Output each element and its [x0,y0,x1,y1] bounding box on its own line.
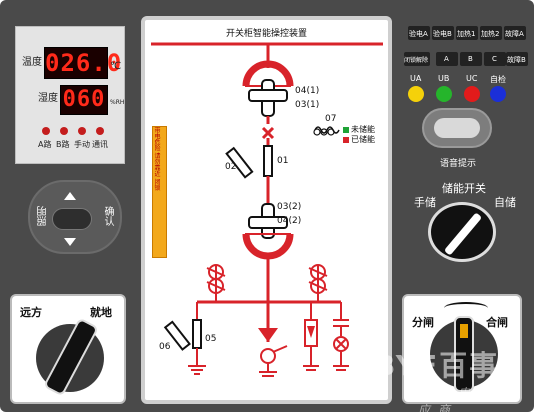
legend-not-stored: 未储能 [343,124,375,135]
humidity-label: 湿度 [38,93,58,104]
warning-label: 带电危险 请勿靠近 闭锁 [152,126,167,258]
mimic-screen: 开关柜智能操控装置 [141,16,392,404]
nav-center-button[interactable] [52,208,92,230]
energy-switch-indicator [443,212,483,256]
label-02: 02 [225,162,237,172]
label-05: 05 [205,334,217,344]
comm-button[interactable] [96,127,104,135]
label-03-2: 03(2) [277,202,302,212]
speaker-grille [422,108,492,148]
legend-stored: 已储能 [343,134,375,145]
screen-title: 开关柜智能操控装置 [225,29,307,39]
b-channel-button[interactable] [60,127,68,135]
lamp-verify-b-label: 验电B [433,30,452,38]
lamp-verify-b [432,26,454,40]
label-04-1: 04(1) [295,86,320,96]
a-channel-button[interactable] [42,127,50,135]
remote-local-switch-plate: 远方 就地 [10,294,126,404]
lamp-b [460,52,482,66]
temp-display: 026.0 [44,47,123,79]
lamp-verify-a [408,26,430,40]
rotation-arrow-icon [444,302,488,314]
lamp-a-label: A [444,55,449,63]
uc-label: UC [466,74,478,83]
lamp-heat-2 [480,26,502,40]
remote-label: 远方 [20,306,42,319]
uc-lamp [464,86,480,102]
energy-switch-title: 储能开关 [442,182,486,195]
b-channel-label: B路 [56,140,70,149]
energy-storage-switch[interactable] [428,202,496,262]
local-label: 就地 [90,306,112,319]
ub-lamp [436,86,452,102]
lighting-button[interactable]: 照明 [38,206,49,226]
lamp-c-label: C [492,55,497,63]
breaker-handle[interactable] [454,316,474,392]
label-03-1: 03(1) [295,100,320,110]
lamp-unlock-label: 闭锁解除 [404,57,429,64]
lamp-heat-1-label: 加热1 [457,30,476,38]
lamp-heat-1 [456,26,478,40]
lamp-fault-a [504,26,526,40]
self-test-label: 自检 [490,75,506,84]
lamp-a [436,52,458,66]
lamp-fault-b [506,52,528,66]
breaker-switch-plate: 分闸 合闸 [402,294,522,404]
single-line-diagram [151,42,383,377]
switch-02-blade [225,146,254,179]
lower-plug-horizontal [248,216,288,229]
ua-label: UA [410,74,422,83]
lamp-b-label: B [468,55,473,63]
humidity-unit: %RH [110,99,125,106]
humidity-display: 060 [60,85,108,115]
breaker-handle-marker [460,324,468,338]
ua-lamp [408,86,424,102]
speaker-icon [434,118,480,138]
switch-06-blade [163,320,191,351]
upper-contact-arc [242,60,294,87]
label-04-2: 04(2) [277,216,302,226]
watermark-subtitle: 中国电气供应商 [418,386,519,412]
cable-terminal [258,328,278,342]
lamp-fault-b-label: 故障B [507,56,526,64]
current-transformer-left [206,264,226,302]
current-transformer-right [308,264,328,302]
lamp-verify-a-label: 验电A [409,30,428,38]
self-test-button[interactable] [490,86,506,102]
breaker-switch[interactable] [430,316,498,392]
lamp-c [484,52,506,66]
manual-label: 手动 [74,140,90,149]
voice-prompt-label: 语音提示 [440,159,477,169]
confirm-button[interactable]: 确认 [102,206,113,226]
lamp-fault-a-label: 故障A [505,30,524,38]
a-channel-label: A路 [38,140,52,149]
energy-switch-auto: 自储 [494,196,516,209]
open-label: 分闸 [412,316,434,329]
switch-01-body [263,145,273,177]
temp-label: 温度 [22,57,42,68]
manual-button[interactable] [78,127,86,135]
breaker-x-2 [261,126,275,140]
switch-05-body [192,319,202,349]
up-arrow-button[interactable] [64,192,76,200]
temp-unit: ℃ [110,61,122,72]
ub-label: UB [438,74,450,83]
label-06: 06 [159,342,171,352]
close-label: 合闸 [486,316,508,329]
down-arrow-button[interactable] [64,238,76,246]
watermark-logo: BYF百事 [374,349,500,382]
energy-switch-manual: 手储 [414,196,436,209]
lamp-heat-2-label: 加热2 [481,30,500,38]
spring-storage-icon [313,126,340,136]
lamp-unlock [404,52,430,66]
label-01: 01 [277,156,289,166]
label-07: 07 [325,114,337,124]
upper-plug-horizontal [248,89,288,102]
temp-humidity-meter: 温度 026.0 ℃ 湿度 060 %RH A路 B路 手动 通讯 [15,26,125,164]
comm-label: 通讯 [92,140,108,149]
remote-local-handle[interactable] [42,317,100,397]
remote-local-switch[interactable] [36,317,104,397]
